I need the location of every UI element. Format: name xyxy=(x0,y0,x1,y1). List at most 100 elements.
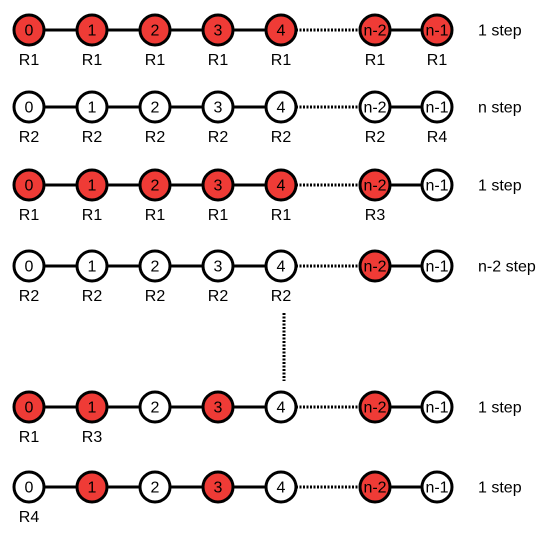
node-circle xyxy=(75,13,109,47)
step-count: 1 step xyxy=(478,400,522,417)
rule-label: R2 xyxy=(271,129,292,146)
node-label: 1 xyxy=(88,23,97,40)
node-circle xyxy=(75,470,109,504)
node-label: 0 xyxy=(25,178,34,195)
node-label: 1 xyxy=(88,178,97,195)
node-circle xyxy=(358,390,392,424)
rule-label: R1 xyxy=(145,207,166,224)
node-label: 1 xyxy=(88,100,97,117)
step-count: 1 step xyxy=(478,23,522,40)
rule-label: R3 xyxy=(365,207,386,224)
node-label: 0 xyxy=(25,480,34,497)
rule-label: R1 xyxy=(82,52,103,69)
rule-label: R2 xyxy=(19,288,40,305)
step-count: 1 step xyxy=(478,178,522,195)
step-count: n step xyxy=(478,100,522,117)
step-count: 1 step xyxy=(478,480,522,497)
node-circle xyxy=(264,470,298,504)
node-label: n-1 xyxy=(425,178,448,195)
rule-label: R2 xyxy=(19,129,40,146)
node-label: 3 xyxy=(214,100,223,117)
node-circle xyxy=(358,470,392,504)
rule-label: R2 xyxy=(145,288,166,305)
node-circle xyxy=(201,168,235,202)
node-label: 0 xyxy=(25,23,34,40)
node-circle xyxy=(138,168,172,202)
node-label: 2 xyxy=(151,400,160,417)
node-label: n-1 xyxy=(425,23,448,40)
node-circle xyxy=(264,249,298,283)
node-label: 4 xyxy=(277,178,286,195)
node-label: 4 xyxy=(277,23,286,40)
node-circle xyxy=(420,13,454,47)
node-label: 4 xyxy=(277,400,286,417)
rule-label: R2 xyxy=(365,129,386,146)
node-circle xyxy=(264,390,298,424)
rule-label: R1 xyxy=(271,207,292,224)
rule-label: R1 xyxy=(19,429,40,446)
node-label: 3 xyxy=(214,400,223,417)
node-circle xyxy=(201,470,235,504)
node-label: 4 xyxy=(277,100,286,117)
node-label: 0 xyxy=(25,100,34,117)
node-circle xyxy=(12,13,46,47)
node-label: 2 xyxy=(151,100,160,117)
node-circle xyxy=(138,90,172,124)
node-label: 4 xyxy=(277,480,286,497)
node-circle xyxy=(264,13,298,47)
node-circle xyxy=(201,249,235,283)
rule-label: R4 xyxy=(427,129,448,146)
node-circle xyxy=(420,390,454,424)
rule-label: R3 xyxy=(82,429,103,446)
node-circle xyxy=(75,249,109,283)
node-circle xyxy=(138,13,172,47)
node-circle xyxy=(12,168,46,202)
rule-label: R2 xyxy=(145,129,166,146)
node-label: 2 xyxy=(151,23,160,40)
node-circle xyxy=(138,470,172,504)
node-label: 2 xyxy=(151,480,160,497)
node-circle xyxy=(358,168,392,202)
node-label: 3 xyxy=(214,259,223,276)
node-label: 1 xyxy=(88,259,97,276)
node-label: 1 xyxy=(88,480,97,497)
node-label: n-1 xyxy=(425,100,448,117)
rule-label: R4 xyxy=(19,509,40,526)
node-circle xyxy=(358,90,392,124)
rule-label: R1 xyxy=(208,207,229,224)
node-label: n-2 xyxy=(363,480,386,497)
node-circle xyxy=(264,90,298,124)
node-label: 1 xyxy=(88,400,97,417)
node-label: 2 xyxy=(151,178,160,195)
rule-label: R1 xyxy=(82,207,103,224)
node-label: n-1 xyxy=(425,400,448,417)
rule-label: R2 xyxy=(208,129,229,146)
node-label: 3 xyxy=(214,178,223,195)
node-circle xyxy=(138,390,172,424)
node-circle xyxy=(75,90,109,124)
rule-label: R1 xyxy=(145,52,166,69)
node-circle xyxy=(12,249,46,283)
node-circle xyxy=(75,168,109,202)
node-circle xyxy=(358,13,392,47)
node-label: n-2 xyxy=(363,100,386,117)
rule-label: R1 xyxy=(19,207,40,224)
node-circle xyxy=(12,470,46,504)
node-circle xyxy=(138,249,172,283)
node-circle xyxy=(12,390,46,424)
node-circle xyxy=(358,249,392,283)
node-circle xyxy=(12,90,46,124)
node-circle xyxy=(420,90,454,124)
rule-label: R1 xyxy=(365,52,386,69)
rule-label: R2 xyxy=(271,288,292,305)
node-label: n-2 xyxy=(363,259,386,276)
node-label: 4 xyxy=(277,259,286,276)
node-label: 0 xyxy=(25,259,34,276)
node-circle xyxy=(75,390,109,424)
node-circle xyxy=(420,168,454,202)
node-circle xyxy=(420,249,454,283)
node-circle xyxy=(201,13,235,47)
node-label: n-2 xyxy=(363,23,386,40)
node-label: 3 xyxy=(214,23,223,40)
rule-label: R1 xyxy=(19,52,40,69)
